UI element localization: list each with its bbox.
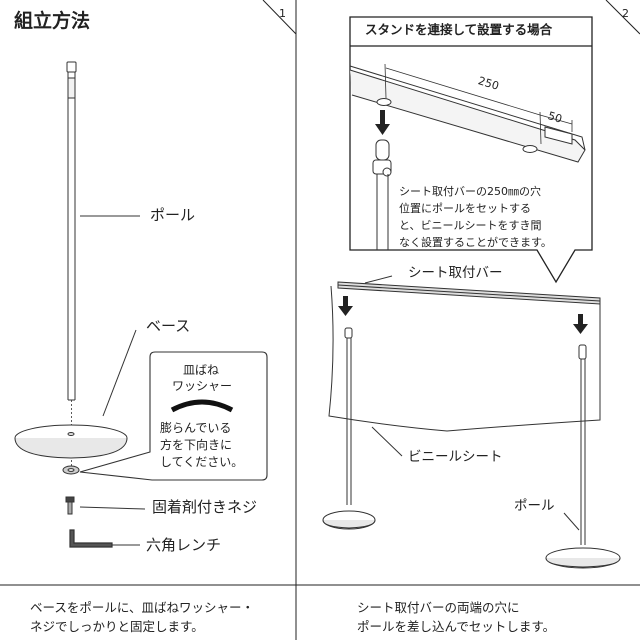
- caption-1-line2: ネジでしっかりと固定します。: [30, 619, 204, 634]
- washer-label-line1: 皿ばね: [183, 363, 220, 377]
- pole-leader-2: [563, 512, 580, 531]
- stand-left: [322, 327, 376, 530]
- step-number-2: 2: [622, 7, 629, 20]
- base-plate: [14, 424, 128, 459]
- caption-2-line2: ポールを差し込んでセットします。: [357, 619, 556, 634]
- inset-title: スタンドを連接して設置する場合: [365, 22, 553, 37]
- wrench-label: 六角レンチ: [146, 536, 222, 554]
- base-label: ベース: [146, 317, 191, 335]
- inset-pole: [372, 139, 392, 250]
- washer-note-line2: 方を下向きに: [160, 438, 233, 452]
- washer-note-line1: 膨らんでいる: [160, 421, 232, 435]
- step-corner-marks: [262, 0, 640, 35]
- washer-label-line2: ワッシャー: [172, 379, 233, 393]
- inset-note-line1: シート取付バーの250㎜の穴: [399, 185, 541, 198]
- fixing-screw: [65, 496, 75, 515]
- sheet-mount-bar: [337, 281, 601, 305]
- hex-wrench: [69, 529, 113, 548]
- page-title: 組立方法: [14, 10, 91, 32]
- main-down-arrows: [338, 296, 588, 334]
- inset-down-arrow: [375, 110, 390, 135]
- inset-note-line3: と、ビニールシートをすき間: [399, 219, 542, 232]
- washer-note-line3: してください。: [160, 455, 244, 469]
- caption-2-line1: シート取付バーの両端の穴に: [357, 600, 520, 615]
- screw-label: 固着剤付きネジ: [152, 498, 258, 516]
- vinyl-sheet-label: ビニールシート: [408, 449, 503, 465]
- pole-label: ポール: [150, 206, 196, 224]
- inset-bar-detail: [349, 65, 586, 163]
- dimension-lines: [384, 63, 573, 145]
- stand-right: [545, 344, 621, 569]
- step-number-1: 1: [279, 7, 286, 20]
- caption-1-line1: ベースをポールに、皿ばねワッシャー・: [30, 600, 255, 615]
- inset-box: [349, 16, 593, 284]
- vinyl-sheet: [328, 285, 601, 432]
- inset-note-line4: なく設置することができます。: [399, 236, 552, 249]
- sheet-bar-label: シート取付バー: [408, 265, 503, 281]
- inset-note-line2: 位置にポールをセットする: [399, 202, 531, 215]
- washer-callout-bubble: [79, 351, 268, 481]
- sheet-bar-leader: [364, 275, 393, 284]
- disc-spring-washer: [62, 465, 80, 475]
- vinyl-sheet-leader: [371, 426, 403, 457]
- washer-curve-icon: [170, 399, 234, 413]
- leader-lines-1: [79, 215, 146, 546]
- pole-1: [66, 61, 77, 401]
- pole-label-2: ポール: [514, 498, 555, 514]
